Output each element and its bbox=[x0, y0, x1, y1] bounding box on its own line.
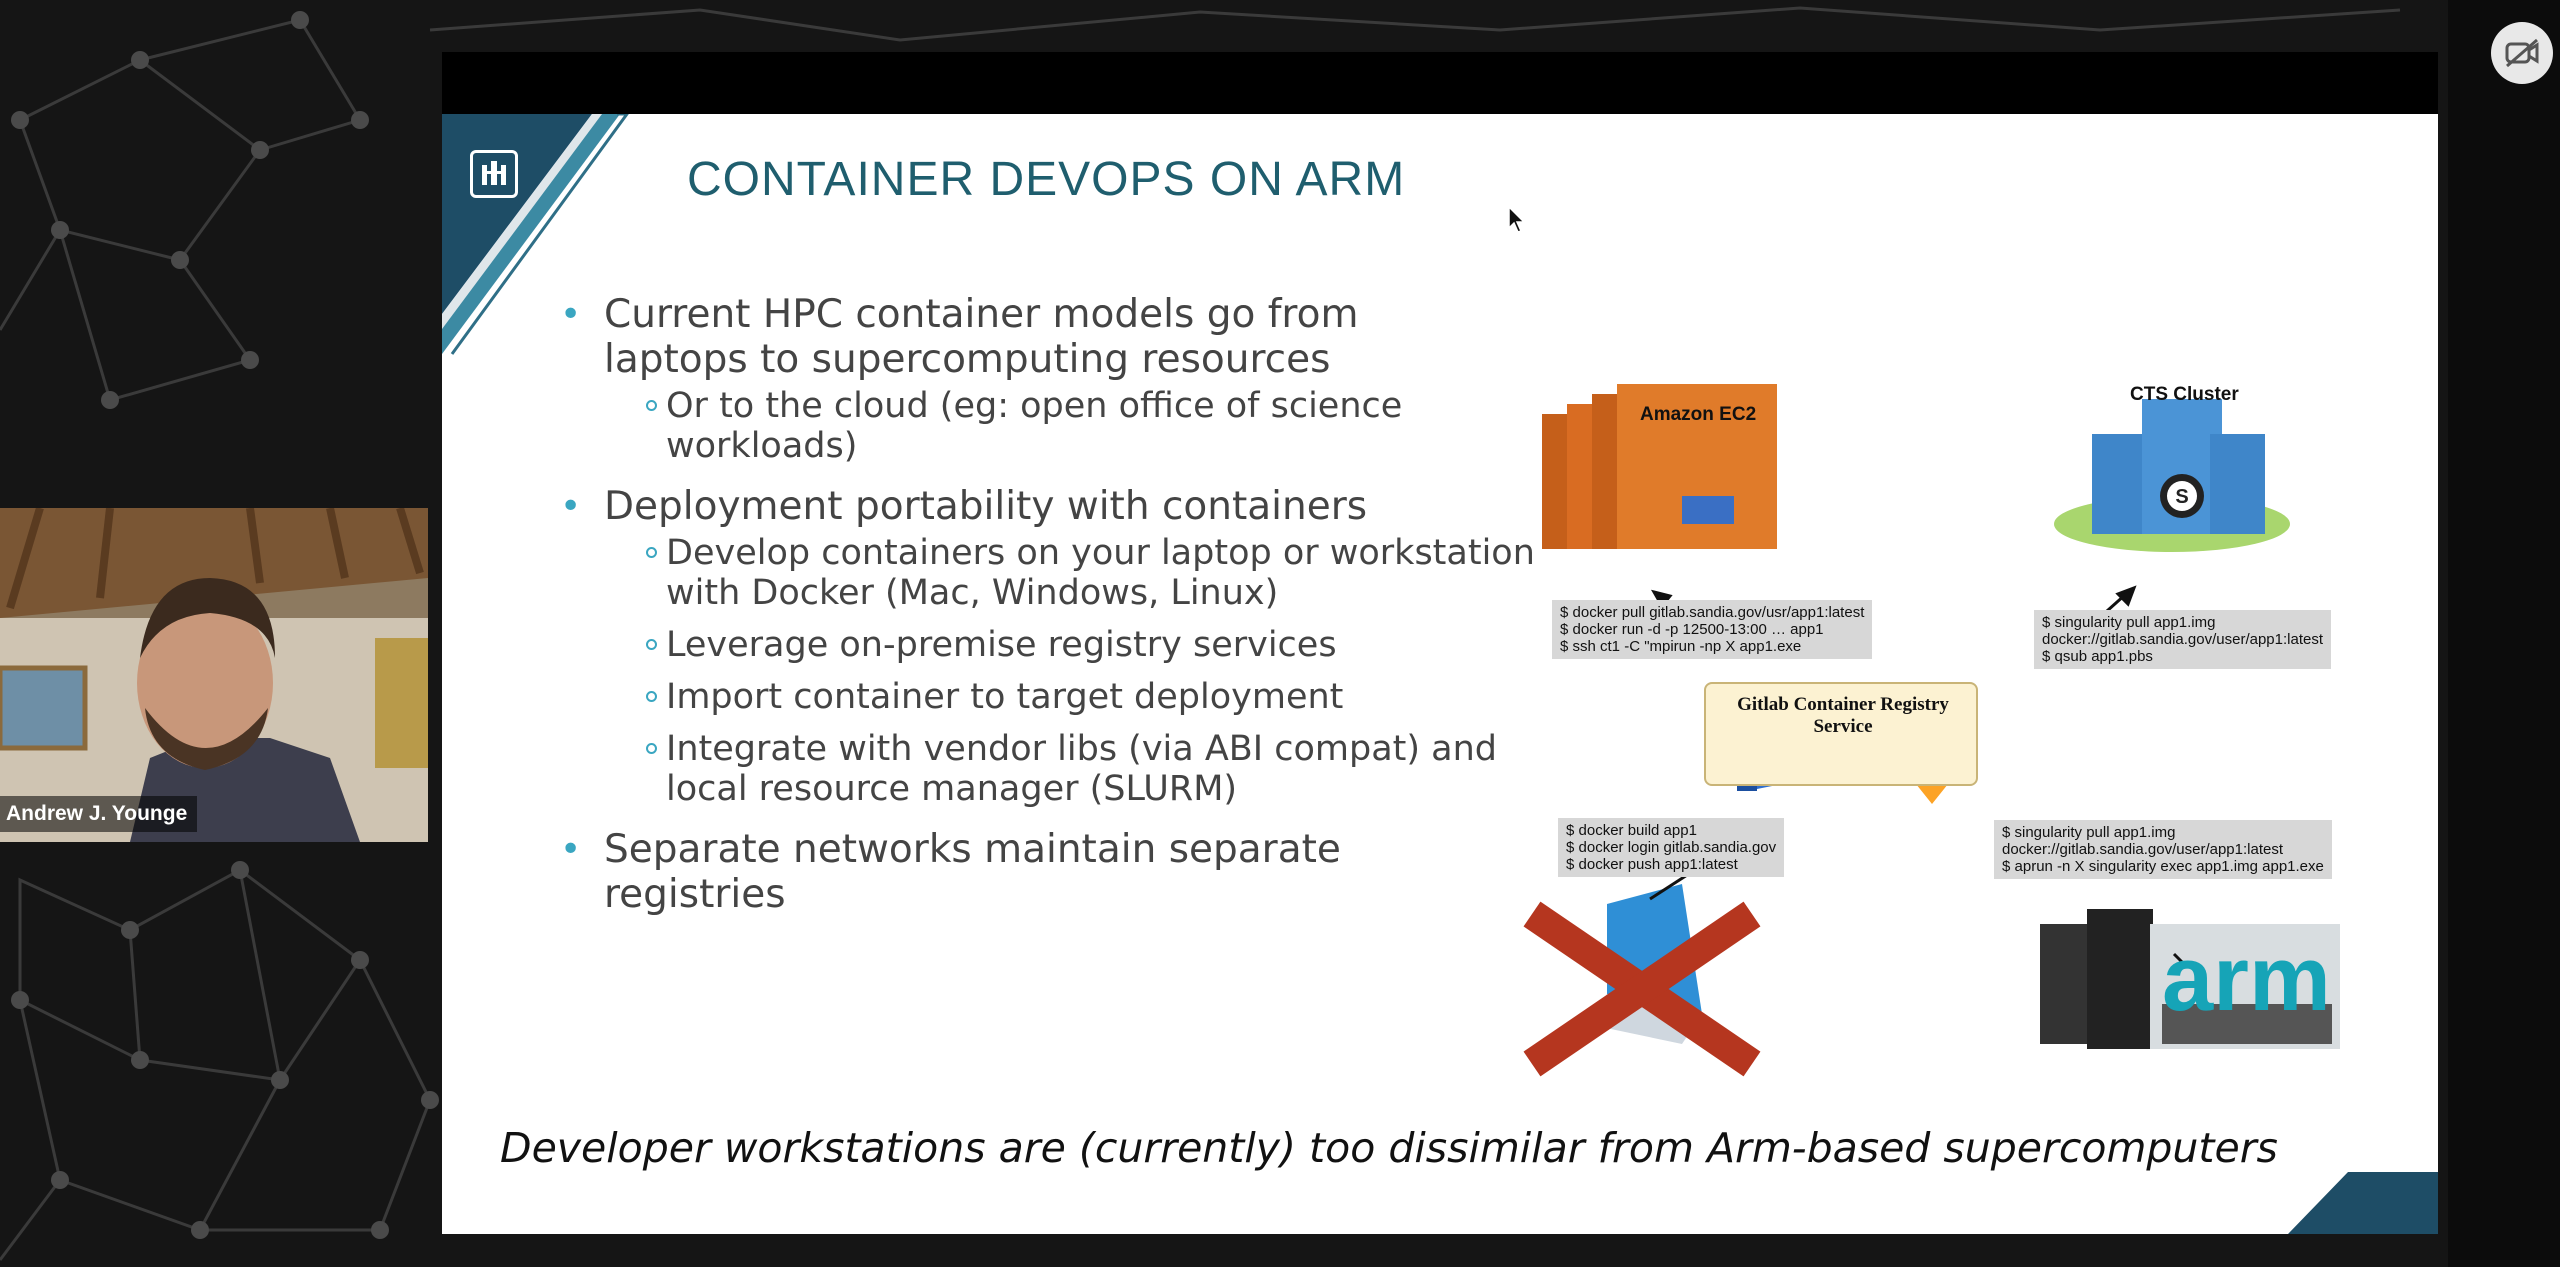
developer-laptop-crossed-icon bbox=[1523, 884, 1761, 1077]
shared-screen: CONTAINER DEVOPS ON ARM Current HPC cont… bbox=[442, 52, 2438, 1234]
ec2-label: Amazon EC2 bbox=[1640, 404, 1757, 425]
cts-cluster-label: CTS Cluster bbox=[2130, 384, 2239, 405]
arm-logo-text: arm bbox=[2162, 928, 2331, 1030]
command-box-cts: $ singularity pull app1.img docker://git… bbox=[2034, 610, 2332, 669]
command-box-laptop: $ docker build app1 $ docker login gitla… bbox=[1558, 818, 1785, 877]
bullet-item: Deployment portability with containers D… bbox=[560, 484, 1535, 809]
participant-video bbox=[0, 508, 428, 842]
bullet-item: Separate networks maintain separate regi… bbox=[560, 827, 1444, 917]
sub-bullet-item: Integrate with vendor libs (via ABI comp… bbox=[604, 729, 1586, 809]
participant-video-tile[interactable]: Andrew J. Younge bbox=[0, 508, 428, 842]
camera-toggle-button[interactable] bbox=[2491, 22, 2553, 84]
bullet-text: Current HPC container models go from lap… bbox=[604, 292, 1359, 382]
svg-text:S: S bbox=[2175, 486, 2188, 508]
command-box-ec2: $ docker pull gitlab.sandia.gov/usr/app1… bbox=[1552, 600, 1873, 659]
amazon-ec2-icon bbox=[1542, 384, 1777, 549]
sub-bullet-item: Develop containers on your laptop or wor… bbox=[604, 533, 1586, 613]
arm-supercomputer-icon bbox=[2040, 909, 2340, 1049]
slide-corner-decoration-bottom bbox=[2288, 1172, 2438, 1234]
cts-cluster-icon: S bbox=[2054, 399, 2290, 552]
sub-bullet-item: Import container to target deployment bbox=[604, 677, 1586, 717]
mouse-pointer-icon bbox=[1508, 206, 1526, 233]
slide-corner-decoration bbox=[442, 114, 629, 355]
camera-off-icon bbox=[2505, 38, 2539, 68]
participant-name-label: Andrew J. Younge bbox=[0, 796, 198, 832]
command-box-arm: $ singularity pull app1.img docker://git… bbox=[1994, 820, 2332, 879]
slide-footer-quote: Developer workstations are (currently) t… bbox=[500, 1124, 2278, 1172]
gitlab-registry-box: Gitlab Container Registry Service bbox=[1704, 682, 1978, 786]
container-workflow-diagram: S bbox=[1522, 384, 2422, 1104]
slide-title: CONTAINER DEVOPS ON ARM bbox=[687, 153, 1406, 206]
sub-bullet-list: Develop containers on your laptop or wor… bbox=[604, 533, 1535, 809]
sub-bullet-item: Or to the cloud (eg: open office of scie… bbox=[604, 386, 1586, 466]
sub-bullet-item: Leverage on-premise registry services bbox=[604, 625, 1586, 665]
sub-bullet-list: Or to the cloud (eg: open office of scie… bbox=[604, 386, 1444, 466]
bullet-list: Current HPC container models go from lap… bbox=[560, 292, 1940, 917]
right-side-bar bbox=[2448, 0, 2560, 1267]
bullet-text: Separate networks maintain separate regi… bbox=[604, 827, 1341, 917]
sandia-thunderbird-logo bbox=[470, 150, 518, 198]
bullet-item: Current HPC container models go from lap… bbox=[560, 292, 1444, 466]
presentation-slide: CONTAINER DEVOPS ON ARM Current HPC cont… bbox=[442, 114, 2438, 1234]
registry-label: Gitlab Container Registry Service bbox=[1737, 694, 1949, 737]
bullet-text: Deployment portability with containers bbox=[604, 484, 1368, 529]
